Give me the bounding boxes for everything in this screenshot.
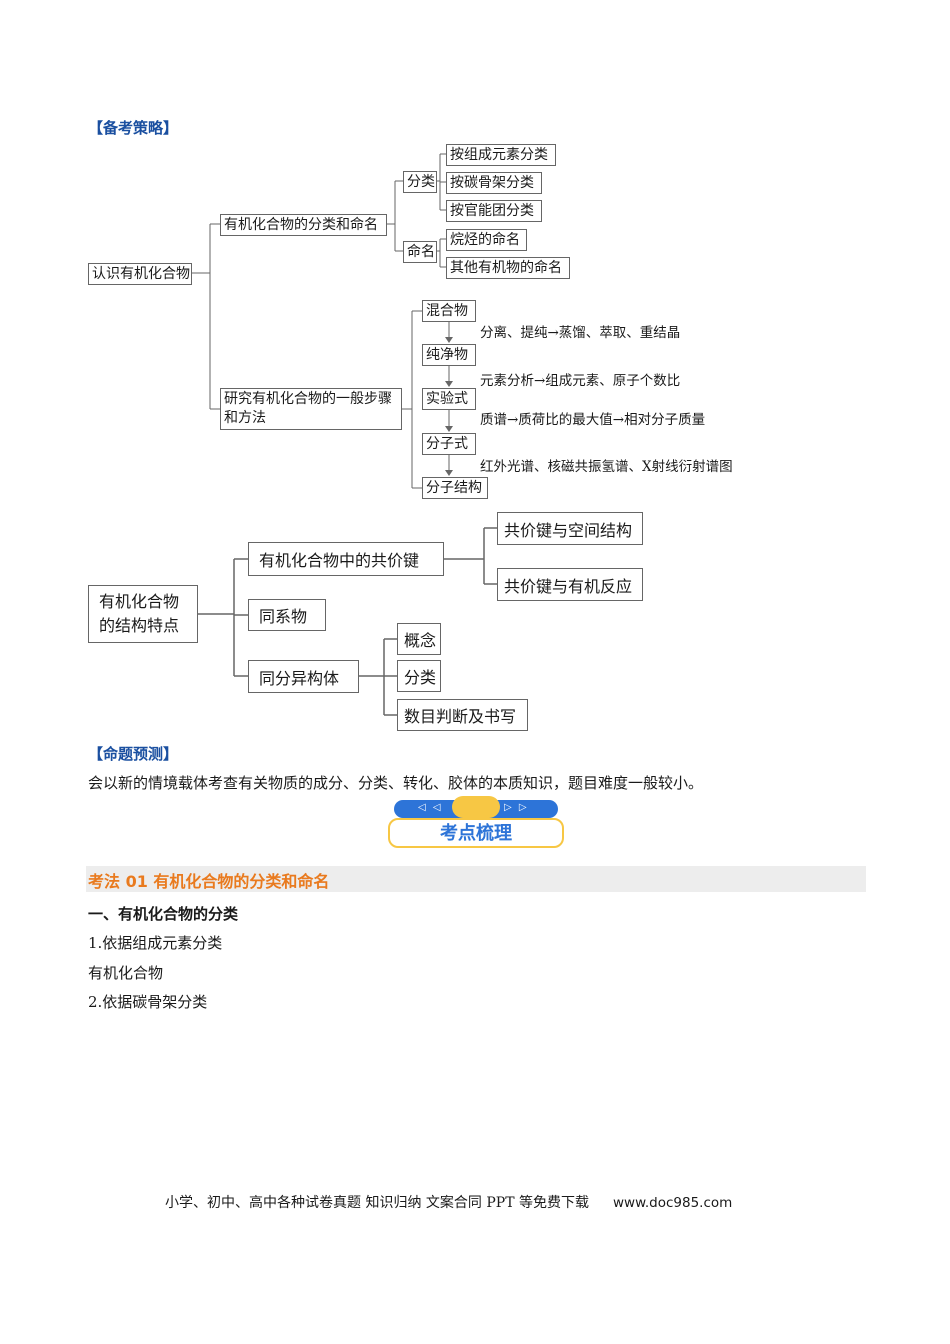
mindmap2-isomer-node: 同分异构体 xyxy=(248,660,359,693)
mindmap1-classify-item: 按官能团分类 xyxy=(446,200,542,222)
section-heading-bar xyxy=(86,866,866,892)
step-note: 元素分析→组成元素、原子个数比 xyxy=(480,373,681,389)
mindmap2-covalent-item: 共价键与有机反应 xyxy=(497,568,643,601)
step-note: 红外光谱、核磁共振氢谱、X射线衍射谱图 xyxy=(480,459,733,475)
mindmap2-root: 有机化合物 的结构特点 xyxy=(88,585,198,643)
mindmap2-homolog-node: 同系物 xyxy=(248,599,326,631)
footer-text: 小学、初中、高中各种试卷真题 知识归纳 文案合同 PPT 等免费下载 xyxy=(165,1195,589,1211)
step-note: 分离、提纯→蒸馏、萃取、重结晶 xyxy=(480,325,681,341)
mindmap2-root-line1: 有机化合物 xyxy=(99,592,180,611)
mindmap1-naming-item: 其他有机物的命名 xyxy=(446,257,570,279)
prediction-label: 【命题预测】 xyxy=(88,745,179,763)
mindmap2-isomer-item: 概念 xyxy=(397,623,441,655)
key-points-banner: ◁ ◁ ▷ ▷ 考点梳理 xyxy=(388,796,564,850)
footer-url[interactable]: www.doc985.com xyxy=(612,1195,733,1211)
banner-left-arrows-icon: ◁ ◁ xyxy=(418,802,443,813)
mindmap2-root-line2: 的结构特点 xyxy=(99,616,180,635)
mindmap1-step: 分子结构 xyxy=(422,477,488,499)
mindmap2-covalent-node: 有机化合物中的共价键 xyxy=(248,542,444,576)
mindmap1-step: 纯净物 xyxy=(422,344,476,366)
mindmap1-classify-node: 分类 xyxy=(403,171,437,193)
mindmap2-isomer-item: 分类 xyxy=(397,660,441,692)
mindmap1-branch-research-method: 研究有机化合物的一般步骤 和方法 xyxy=(220,388,402,430)
page-footer: 小学、初中、高中各种试卷真题 知识归纳 文案合同 PPT 等免费下载 www.do… xyxy=(165,1192,732,1212)
banner-right-arrows-icon: ▷ ▷ xyxy=(504,802,529,813)
mindmap1-classify-item: 按组成元素分类 xyxy=(446,144,556,166)
mindmap1-naming-item: 烷烃的命名 xyxy=(446,229,527,251)
branch-b-line1: 研究有机化合物的一般步骤 xyxy=(224,391,392,407)
branch-b-line2: 和方法 xyxy=(224,410,266,426)
list-item: 2.依据碳骨架分类 xyxy=(88,993,208,1011)
subheading: 一、有机化合物的分类 xyxy=(88,905,239,923)
mindmap1-step: 混合物 xyxy=(422,300,476,322)
mindmap1-branch-classification-naming: 有机化合物的分类和命名 xyxy=(220,214,387,236)
mindmap-connectors xyxy=(192,153,497,716)
strategy-label: 【备考策略】 xyxy=(88,119,179,137)
banner-center-dot xyxy=(452,796,500,818)
list-item-body: 有机化合物 xyxy=(88,964,164,982)
step-note: 质谱→质荷比的最大值→相对分子质量 xyxy=(480,412,706,428)
mindmap1-root: 认识有机化合物 xyxy=(88,263,192,285)
mindmap2-isomer-item: 数目判断及书写 xyxy=(397,699,528,731)
banner-title: 考点梳理 xyxy=(388,818,564,848)
mindmap2-covalent-item: 共价键与空间结构 xyxy=(497,512,643,545)
mindmap1-classify-item: 按碳骨架分类 xyxy=(446,172,542,194)
prediction-text: 会以新的情境载体考查有关物质的成分、分类、转化、胶体的本质知识，题目难度一般较小… xyxy=(88,774,704,792)
mindmap1-step: 实验式 xyxy=(422,388,476,410)
section-heading: 考法 01 有机化合物的分类和命名 xyxy=(88,872,330,891)
mindmap1-naming-node: 命名 xyxy=(403,241,437,263)
mindmap1-step: 分子式 xyxy=(422,433,476,455)
list-item: 1.依据组成元素分类 xyxy=(88,934,223,952)
